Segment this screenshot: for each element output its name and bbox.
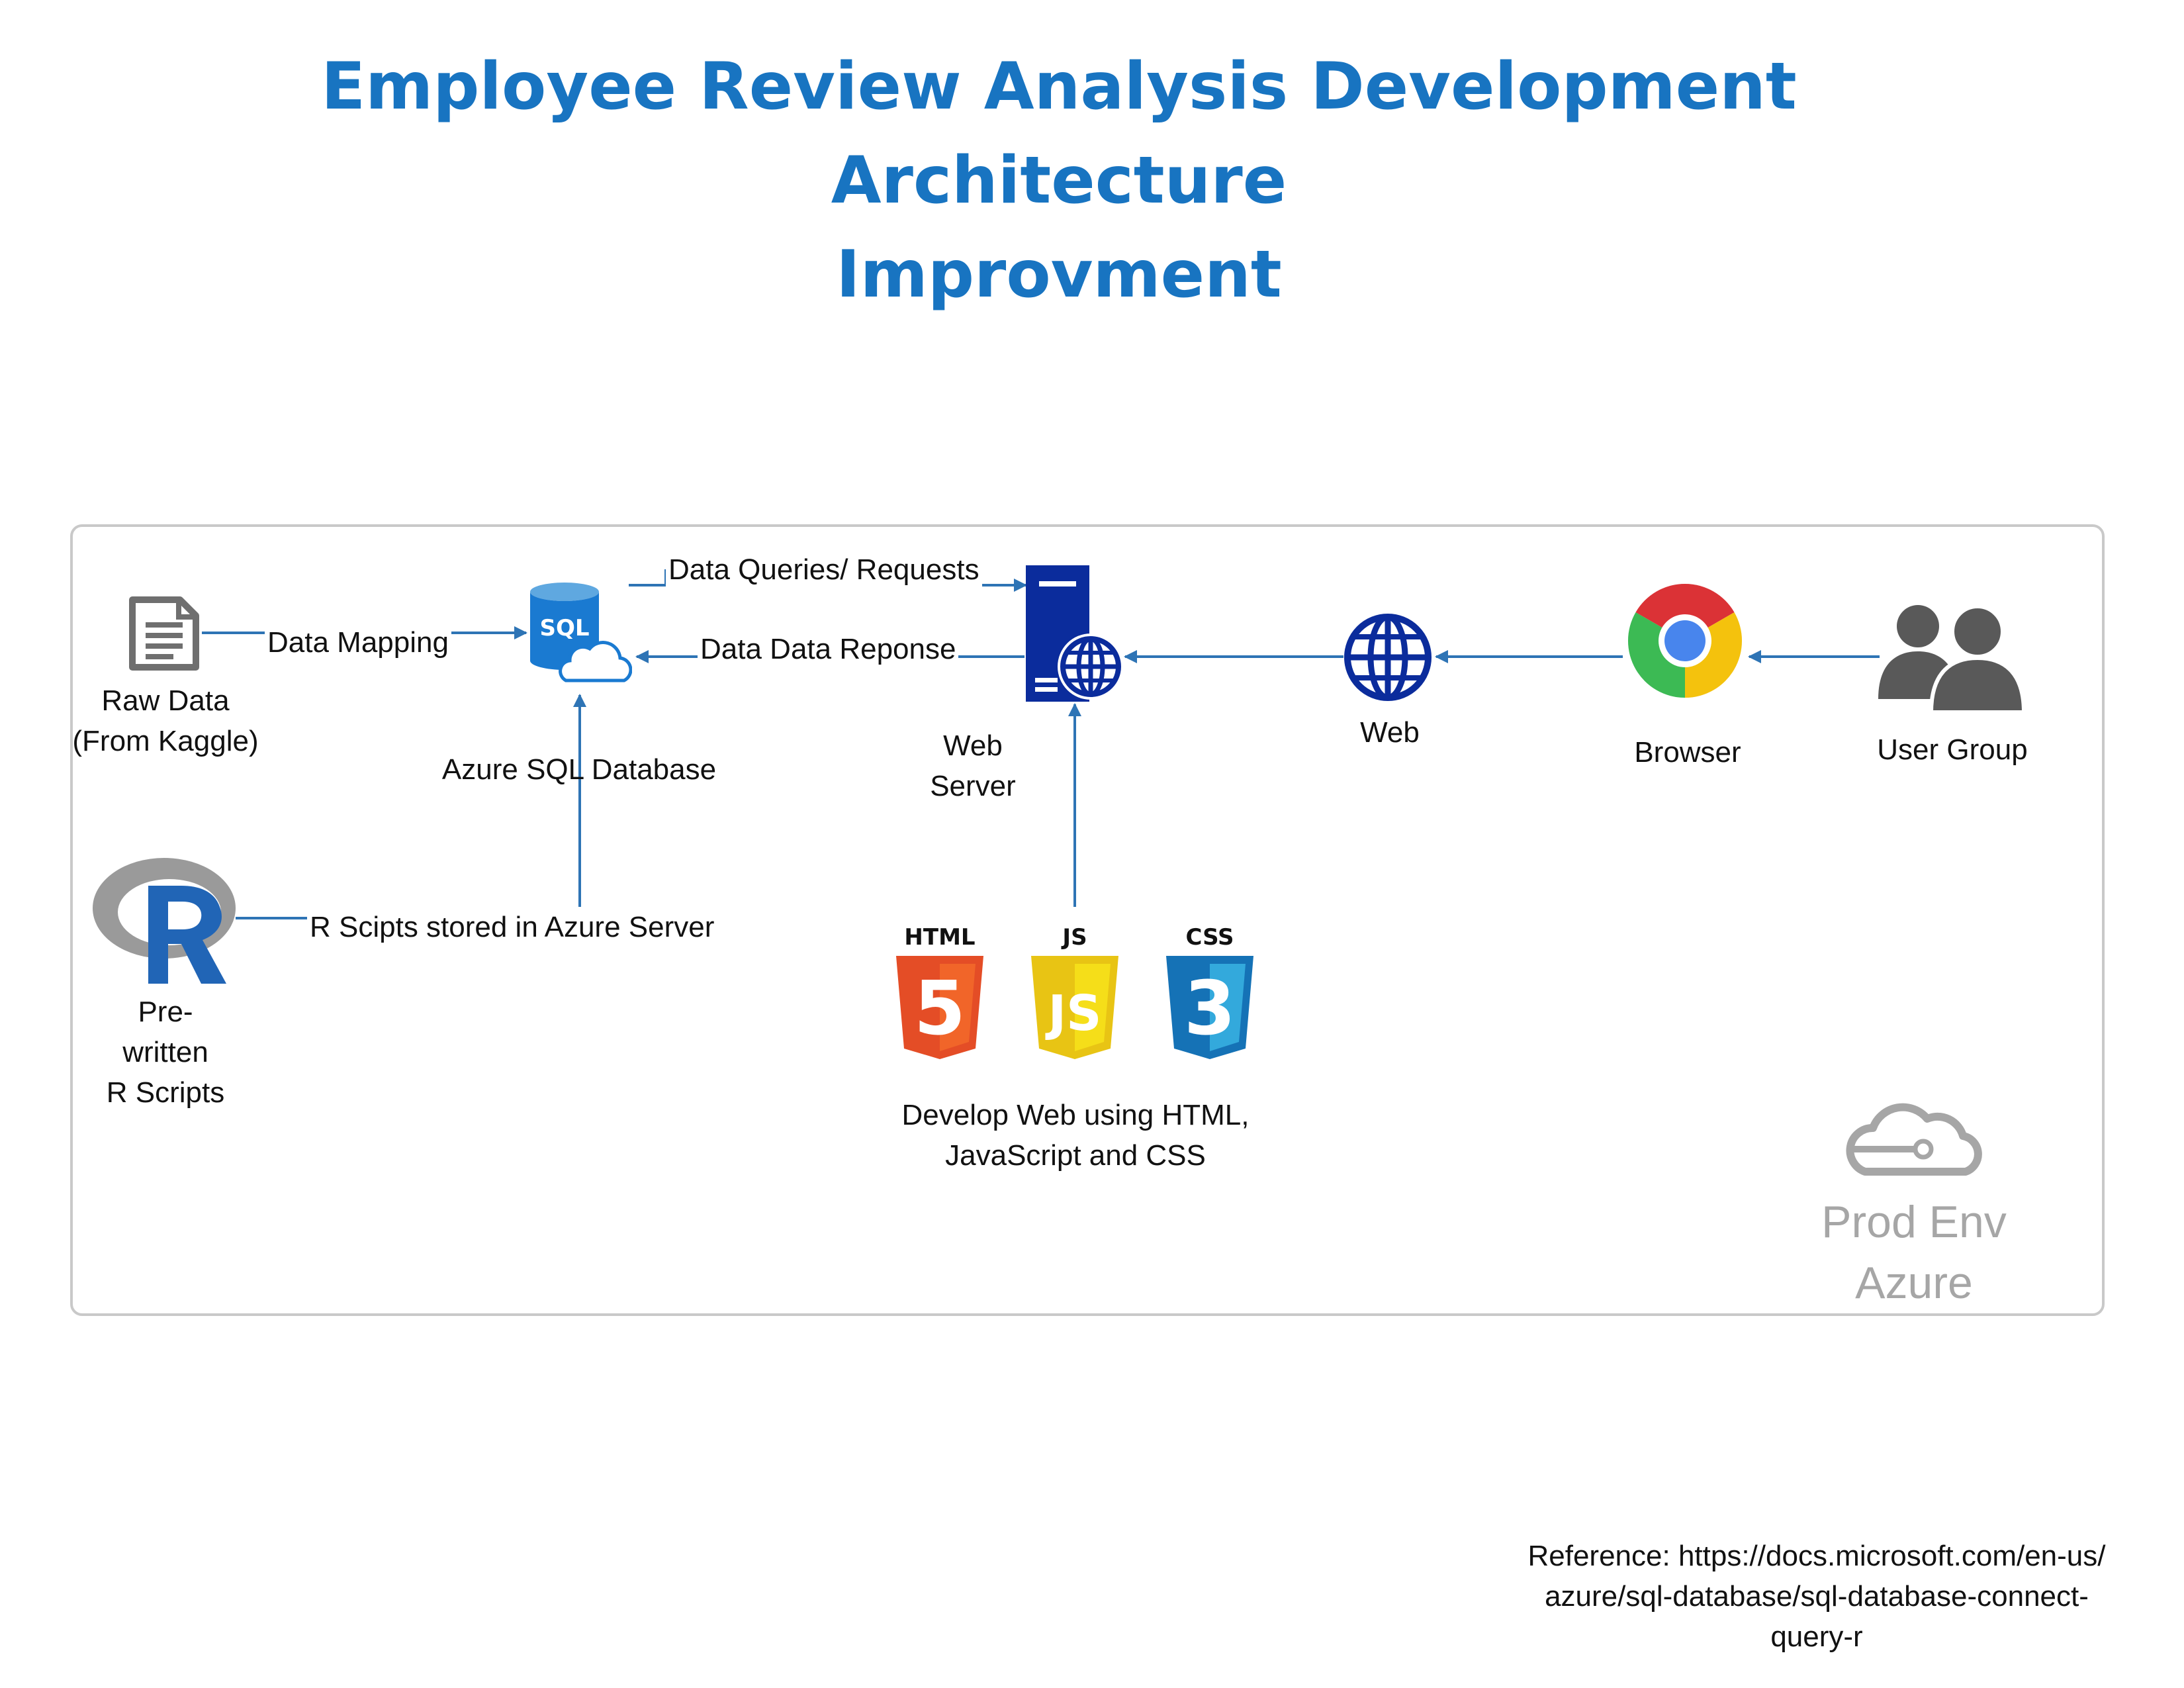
svg-text:3: 3 [1184,966,1236,1052]
javascript-icon: JS [1031,956,1118,1059]
user-group-label: User Group [1877,733,2028,766]
title-line-1: Employee Review Analysis Development Arc… [321,49,1797,218]
web-tech-label: Develop Web using HTML, JavaScript and C… [901,1099,1250,1172]
raw-data-label: Raw Data (From Kaggle) [72,684,259,757]
sql-database-icon: SQL [530,583,632,682]
edge-label-data-mapping: Data Mapping [265,622,451,663]
svg-text:JS: JS [1045,985,1102,1042]
browser-label: Browser [1634,736,1741,769]
web-label: Web [1360,716,1420,749]
r-scripts-label: Pre- written R Scripts [106,996,225,1109]
r-logo-icon [93,858,236,984]
web-server-icon [1026,565,1124,702]
prod-env-label: Prod Env Azure [1821,1197,2007,1308]
css3-tag: CSS [1185,924,1234,951]
edge-label-data-response: Data Data Reponse [698,629,959,669]
title-line-2: Improvment [836,237,1282,312]
document-icon [129,596,199,671]
diagram-title: Employee Review Analysis Development Arc… [99,40,2019,322]
html5-tag: HTML [904,924,976,951]
sql-database-label: Azure SQL Database [441,753,717,786]
web-server-label: Web Server [930,729,1016,802]
users-icon [1878,604,2026,714]
html5-icon: 5 [896,956,983,1059]
azure-cloud-icon [1846,1103,1982,1176]
svg-text:5: 5 [914,966,966,1052]
sql-badge: SQL [539,615,589,641]
edge-label-r-scripts: R Scipts stored in Azure Server [307,907,717,947]
css3-icon: 3 [1166,956,1253,1059]
edge-r-scripts [236,694,586,929]
chrome-icon [1627,583,1743,698]
js-tag: JS [1062,924,1087,951]
reference-text: Reference: https://docs.microsoft.com/en… [1527,1540,2106,1653]
edge-label-data-queries: Data Queries/ Requests [666,549,982,590]
globe-icon [1344,614,1432,701]
